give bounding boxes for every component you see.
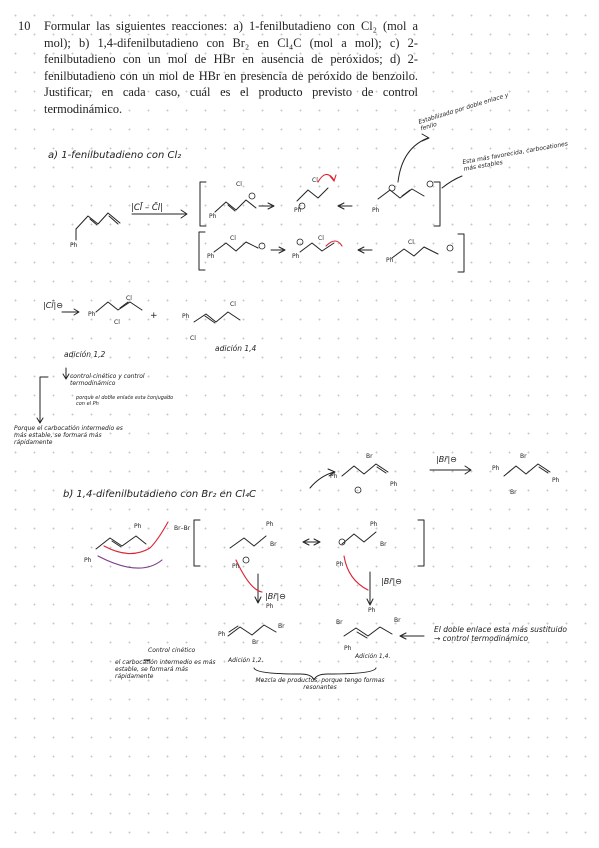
ph-label: Ph [344, 645, 352, 652]
part-a-kinetic: control cinético y control termodinámico [70, 373, 145, 387]
part-b-label-12: Adición 1,2. [228, 657, 264, 664]
cl-label: Cl [230, 301, 236, 308]
part-b-mixture: Mezcla de productos, porque tengo formas… [255, 677, 385, 691]
cation-charges [242, 180, 454, 564]
ph-label: Ph [372, 207, 380, 214]
ph-label: Ph [390, 481, 398, 488]
br-label: Br [252, 639, 259, 646]
br-label: Br [510, 489, 517, 496]
bracket-right [433, 181, 441, 227]
question-number: 10 [18, 19, 31, 33]
structure-labels: Ph Ph Ph Ph Ph Ph Ph Ph Ph Ph Ph Ph Ph P… [70, 177, 560, 652]
ph-label: Ph [70, 242, 78, 249]
part-a-label-12: adición 1,2 [64, 350, 106, 359]
ph-label: Ph [182, 313, 190, 320]
ph-label: Ph [207, 253, 215, 260]
question-block: 10 Formular las siguientes reacciones: a… [18, 18, 418, 118]
part-b-title: b) 1,4-difenilbutadieno con Br₂ en Cl₄C [63, 489, 256, 500]
part-b-anion-top: |Br̄|⊖ [436, 455, 457, 464]
part-a-anion: |Cl̄|⊖ [43, 301, 63, 310]
cl-label: Cl [230, 235, 236, 242]
part-a-title: a) 1-fenilbutadieno con Cl₂ [48, 150, 182, 161]
ph-label: Ph [552, 477, 560, 484]
ph-label: Ph [218, 631, 226, 638]
cl-label: Cl [236, 181, 242, 188]
ph-label: Ph [232, 563, 240, 570]
ph-label: Ph [294, 207, 302, 214]
cl-label: Cl [190, 335, 196, 342]
br2-label: Br–Br [174, 525, 191, 532]
part-b-anion-right: |Br̄|⊖ [381, 577, 402, 586]
ph-label: Ph [368, 607, 376, 614]
br-label: Br [520, 453, 527, 460]
cl-label: Cl [312, 177, 318, 184]
bracket-left [199, 181, 207, 227]
ph-label: Ph [134, 523, 142, 530]
ph-label: Ph [292, 253, 300, 260]
ph-label: Ph [492, 465, 500, 472]
ph-label: Ph [88, 311, 96, 318]
ph-label: Ph [386, 257, 394, 264]
ph-label: Ph [330, 473, 338, 480]
cl-label: Cl [114, 319, 120, 326]
cl-label: Cl [408, 239, 414, 246]
part-b-label-14: Adición 1,4. [355, 653, 391, 660]
part-a-label-14: adición 1,4 [215, 344, 257, 353]
br-label: Br [270, 541, 277, 548]
part-a-reagent: |Cl̄ – C̄l| [131, 203, 163, 213]
ph-label: Ph [336, 561, 344, 568]
question-text: Formular las siguientes reacciones: a) 1… [44, 19, 418, 116]
part-b-kinetic-reason: el carbocatión intermedio es más estable… [115, 659, 216, 680]
ph-label: Ph [266, 521, 274, 528]
plus-sign: + [150, 311, 158, 321]
part-b-thermo: El doble enlace esta más sustituido → co… [434, 625, 567, 643]
ph-label: Ph [209, 213, 217, 220]
br-label: Br [380, 541, 387, 548]
part-a-kinetic-reason: porque el doble enlace esta conjugado co… [76, 395, 174, 407]
cl-label: Cl [126, 295, 132, 302]
part-b-anion-left: |Br̄|⊖ [265, 592, 286, 601]
ph-label: Ph [84, 557, 92, 564]
br-label: Br [336, 619, 343, 626]
cl-label: Cl [318, 235, 324, 242]
br-label: Br [394, 617, 401, 624]
part-b-kinetic: Control cinético [148, 647, 196, 654]
br-label: Br [366, 453, 373, 460]
br-label: Br [278, 623, 285, 630]
diene-skeleton [75, 212, 121, 230]
part-a-left-note: Porque el carbocatión intermedio es más … [14, 425, 123, 446]
ph-label: Ph [370, 521, 378, 528]
ph-label: Ph [266, 603, 274, 610]
